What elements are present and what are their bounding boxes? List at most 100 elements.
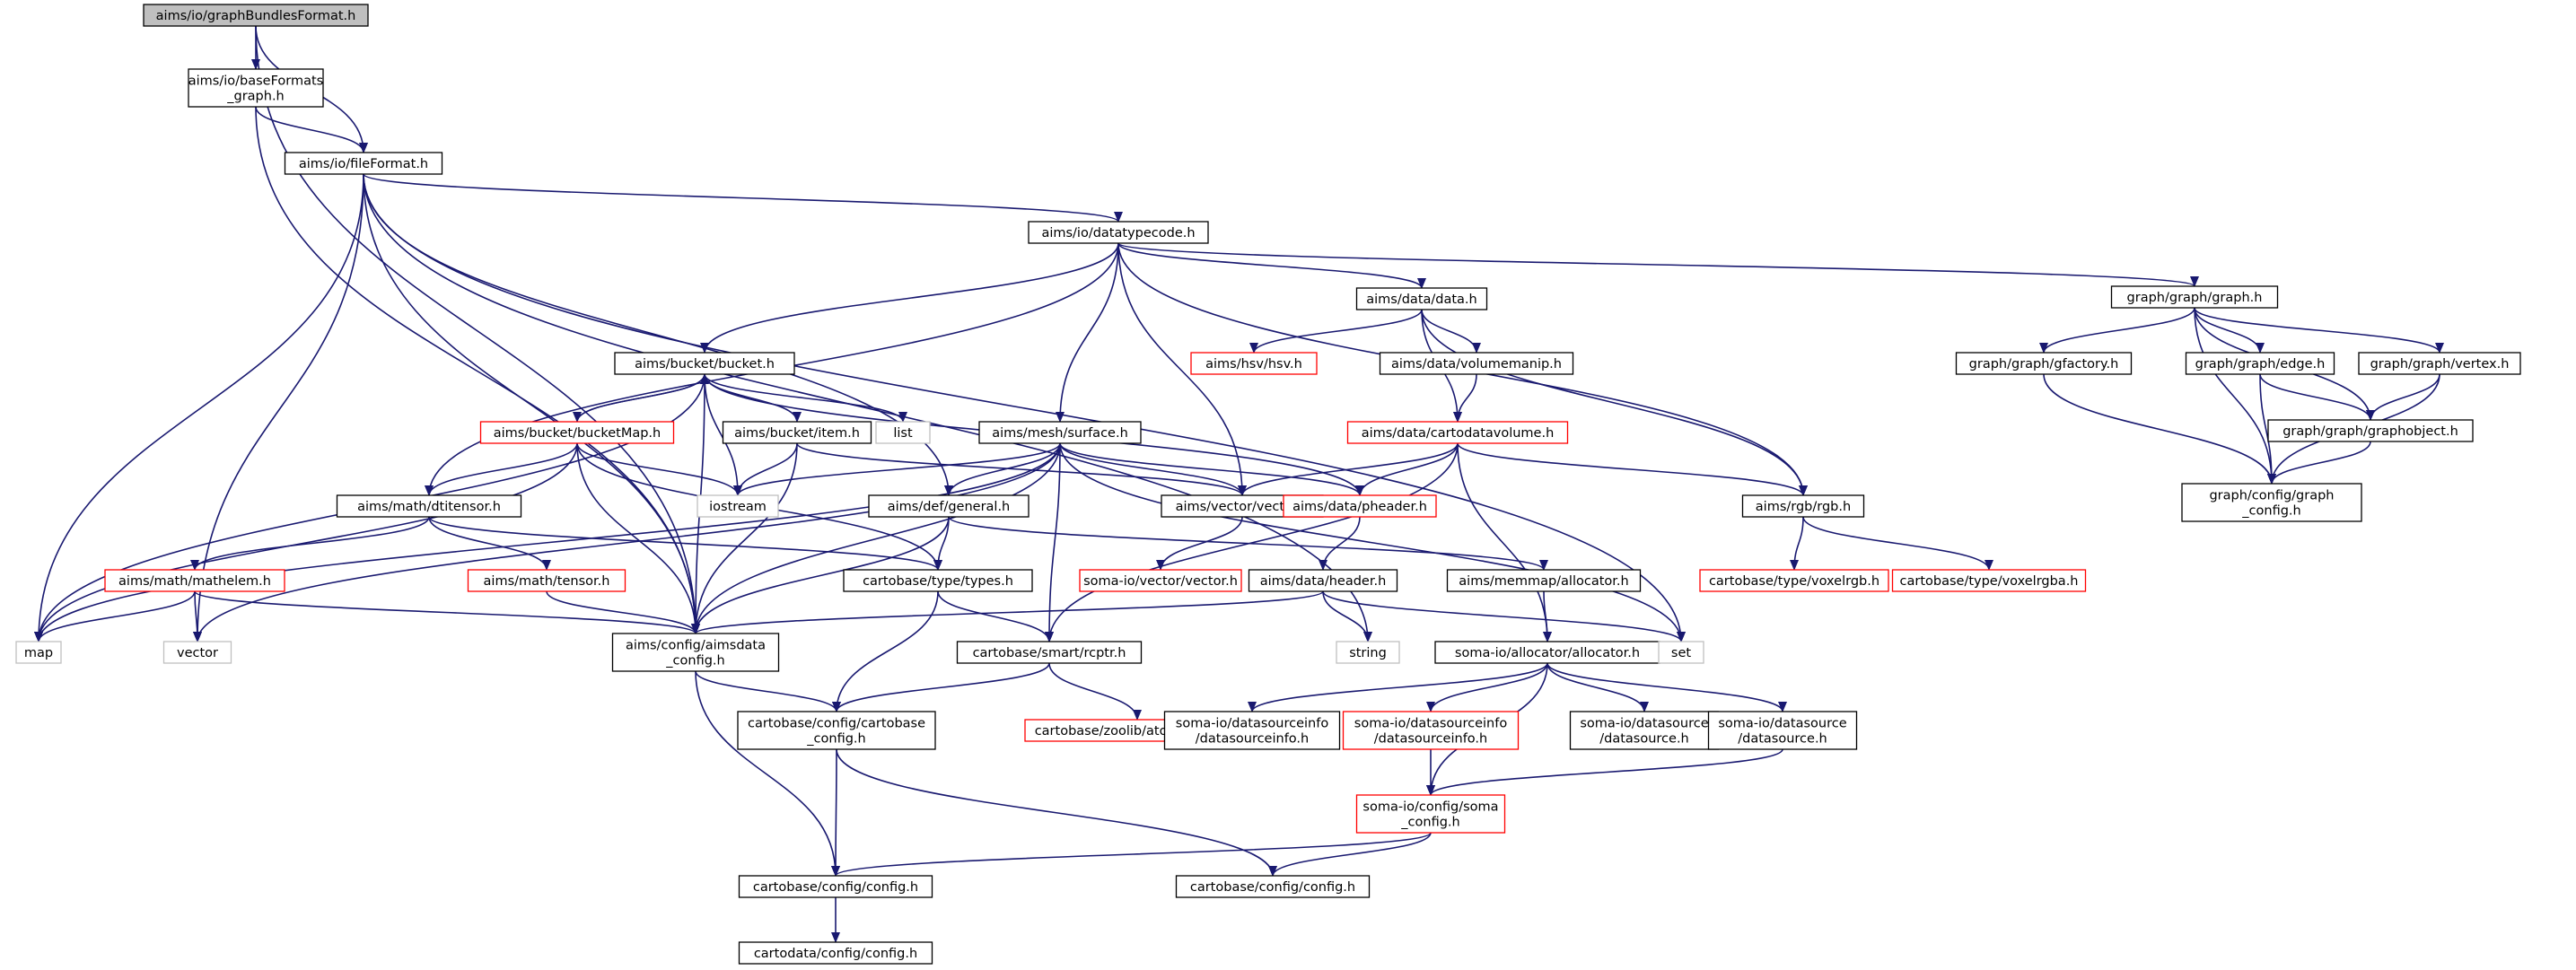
node-label: soma-io/allocator/allocator.h (1455, 646, 1640, 660)
node-aims-bucket-bucketmap-h[interactable]: aims/bucket/bucketMap.h (479, 421, 675, 444)
node-label: aims/io/datatypecode.h (1041, 226, 1195, 240)
node-cartobase-config-config-h[interactable]: cartobase/config/config.h (738, 875, 933, 898)
node-label: cartobase/smart/rcptr.h (973, 646, 1126, 660)
edge-dtitensor-to-tensor (428, 516, 551, 571)
node-label: graph/config/graph (2209, 489, 2334, 503)
node-soma-io-vector-vector-h[interactable]: soma-io/vector/vector.h (1079, 569, 1242, 592)
node-aims-def-general-h[interactable]: aims/def/general.h (868, 494, 1030, 518)
node-box (722, 421, 872, 444)
node-box (1446, 569, 1642, 592)
node-box (1190, 352, 1318, 375)
node-label: aims/io/baseFormats (188, 74, 323, 89)
node-label: aims/math/dtitensor.h (357, 500, 501, 514)
edge-graphgraph-to-gconfig (2194, 307, 2276, 485)
node-aims-hsv-hsv-h[interactable]: aims/hsv/hsv.h (1190, 352, 1318, 375)
node-map: map (15, 641, 62, 664)
node-aims-config-aimsdata-config-h[interactable]: aims/config/aimsdata_config.h (611, 633, 780, 672)
edge-surface-to-vector3 (1059, 442, 1247, 496)
node-cartobase-type-voxelrgb-h[interactable]: cartobase/type/voxelrgb.h (1699, 569, 1889, 592)
node-box (162, 641, 232, 664)
edge-bucketMap-to-aimsdataconfig (576, 442, 700, 634)
node-aims-math-mathelem-h[interactable]: aims/math/mathelem.h (104, 569, 285, 592)
node-graph-graph-edge-h[interactable]: graph/graph/edge.h (2185, 352, 2335, 375)
node-box (1346, 421, 1569, 444)
edge-fileFormat-to-general (363, 173, 953, 496)
node-aims-data-pheader-h[interactable]: aims/data/pheader.h (1283, 494, 1437, 518)
node-aims-io-fileformat-h[interactable]: aims/io/fileFormat.h (284, 152, 443, 175)
edge-header-to-set (1322, 590, 1686, 642)
edge-root-to-aimsdataconfig (255, 25, 700, 634)
edge-datatypecode-to-surface (1056, 242, 1119, 423)
node-box (2358, 352, 2521, 375)
edge-layer (34, 25, 2444, 943)
node-aims-io-baseformats-graph-h[interactable]: aims/io/baseFormats_graph.h (188, 68, 324, 108)
node-box (1434, 641, 1660, 664)
edge-vector3-to-somavector (1156, 516, 1243, 571)
node-cartobase-type-voxelrgba-h[interactable]: cartobase/type/voxelrgba.h (1891, 569, 2087, 592)
node-box (1741, 494, 1865, 518)
node-label: aims/hsv/hsv.h (1205, 357, 1302, 371)
node-soma-io-datasource-datasource-h[interactable]: soma-io/datasource/datasource.h (1569, 711, 1720, 750)
node-box (1283, 494, 1437, 518)
node-label: aims/bucket/bucket.h (635, 357, 775, 371)
edge-allocator-to-dsinfo2 (1426, 662, 1548, 712)
node-iostream: iostream (697, 494, 779, 518)
node-soma-io-datasourceinfo-datasourceinfo-h[interactable]: soma-io/datasourceinfo/datasourceinfo.h (1163, 711, 1341, 750)
node-aims-io-datatypecode-h[interactable]: aims/io/datatypecode.h (1028, 221, 1209, 244)
node-graph-graph-vertex-h[interactable]: graph/graph/vertex.h (2358, 352, 2521, 375)
edge-datatypecode-to-vector3 (1117, 242, 1247, 496)
node-aims-data-header-h[interactable]: aims/data/header.h (1248, 569, 1398, 592)
node-list: list (875, 421, 931, 444)
node-label: aims/vector/vector.h (1176, 500, 1310, 514)
node-label: graph/graph/graph.h (2127, 291, 2263, 305)
node-aims-mesh-surface-h[interactable]: aims/mesh/surface.h (978, 421, 1142, 444)
edge-somaconfig-to-cbconfig2 (1268, 832, 1432, 877)
edge-gedge-to-gobject (2259, 373, 2375, 421)
node-aims-data-data-h[interactable]: aims/data/data.h (1355, 287, 1488, 310)
node-soma-io-datasource-datasource-h[interactable]: soma-io/datasource/datasource.h (1707, 711, 1858, 750)
edge-cartodatavolume-to-allocator (1457, 442, 1552, 642)
node-cartodata-config-config-h[interactable]: cartodata/config/config.h (738, 941, 933, 965)
node-soma-io-allocator-allocator-h[interactable]: soma-io/allocator/allocator.h (1434, 641, 1660, 664)
node-aims-math-tensor-h[interactable]: aims/math/tensor.h (467, 569, 626, 592)
node-label: map (24, 646, 53, 660)
node-box (1355, 794, 1506, 834)
node-aims-io-graphbundlesformat-h[interactable]: aims/io/graphBundlesFormat.h (143, 4, 369, 27)
edge-graphgraph-to-gvertex (2194, 307, 2444, 354)
node-aims-data-volumemanip-h[interactable]: aims/data/volumemanip.h (1379, 352, 1574, 375)
node-soma-io-datasourceinfo-datasourceinfo-h[interactable]: soma-io/datasourceinfo/datasourceinfo.h (1342, 711, 1520, 750)
edge-types-to-rcptr (937, 590, 1054, 642)
node-cartobase-type-types-h[interactable]: cartobase/type/types.h (843, 569, 1033, 592)
node-cartobase-config-config-h[interactable]: cartobase/config/config.h (1175, 875, 1371, 898)
edge-fileFormat-to-string (363, 173, 1372, 642)
edge-allocator-to-dsinfo1 (1248, 662, 1548, 712)
edge-cartobaseconfig-to-cbconfig2 (836, 748, 1277, 877)
node-label: cartobase/config/config.h (1190, 880, 1355, 895)
node-box (738, 941, 933, 965)
node-label: _config.h (665, 654, 724, 669)
edge-surface-to-aimsdataconfig (691, 442, 1061, 634)
node-cartobase-smart-rcptr-h[interactable]: cartobase/smart/rcptr.h (956, 641, 1143, 664)
node-label: cartobase/type/types.h (863, 574, 1013, 589)
node-label: graph/graph/edge.h (2195, 357, 2326, 371)
node-aims-rgb-rgb-h[interactable]: aims/rgb/rgb.h (1741, 494, 1865, 518)
node-box (479, 421, 675, 444)
node-box (1955, 352, 2133, 375)
node-aims-bucket-item-h[interactable]: aims/bucket/item.h (722, 421, 872, 444)
edge-rcptr-to-cartobaseconfig (832, 662, 1050, 712)
node-graph-graph-graph-h[interactable]: graph/graph/graph.h (2110, 285, 2279, 309)
edge-bucketMap-to-map (34, 442, 578, 642)
node-label: soma-io/vector/vector.h (1083, 574, 1238, 589)
node-aims-math-dtitensor-h[interactable]: aims/math/dtitensor.h (336, 494, 522, 518)
node-box (2110, 285, 2279, 309)
node-aims-memmap-allocator-h[interactable]: aims/memmap/allocator.h (1446, 569, 1642, 592)
node-graph-config-graph-config-h[interactable]: graph/config/graph_config.h (2181, 483, 2362, 522)
node-graph-graph-graphobject-h[interactable]: graph/graph/graphobject.h (2267, 419, 2474, 442)
node-label: aims/math/mathelem.h (118, 574, 271, 589)
node-aims-data-cartodatavolume-h[interactable]: aims/data/cartodatavolume.h (1346, 421, 1569, 444)
node-box (284, 152, 443, 175)
node-aims-bucket-bucket-h[interactable]: aims/bucket/bucket.h (614, 352, 795, 375)
node-soma-io-config-soma-config-h[interactable]: soma-io/config/soma_config.h (1355, 794, 1506, 834)
node-cartobase-config-cartobase-config-h[interactable]: cartobase/config/cartobase_config.h (737, 711, 936, 750)
node-graph-graph-gfactory-h[interactable]: graph/graph/gfactory.h (1955, 352, 2133, 375)
